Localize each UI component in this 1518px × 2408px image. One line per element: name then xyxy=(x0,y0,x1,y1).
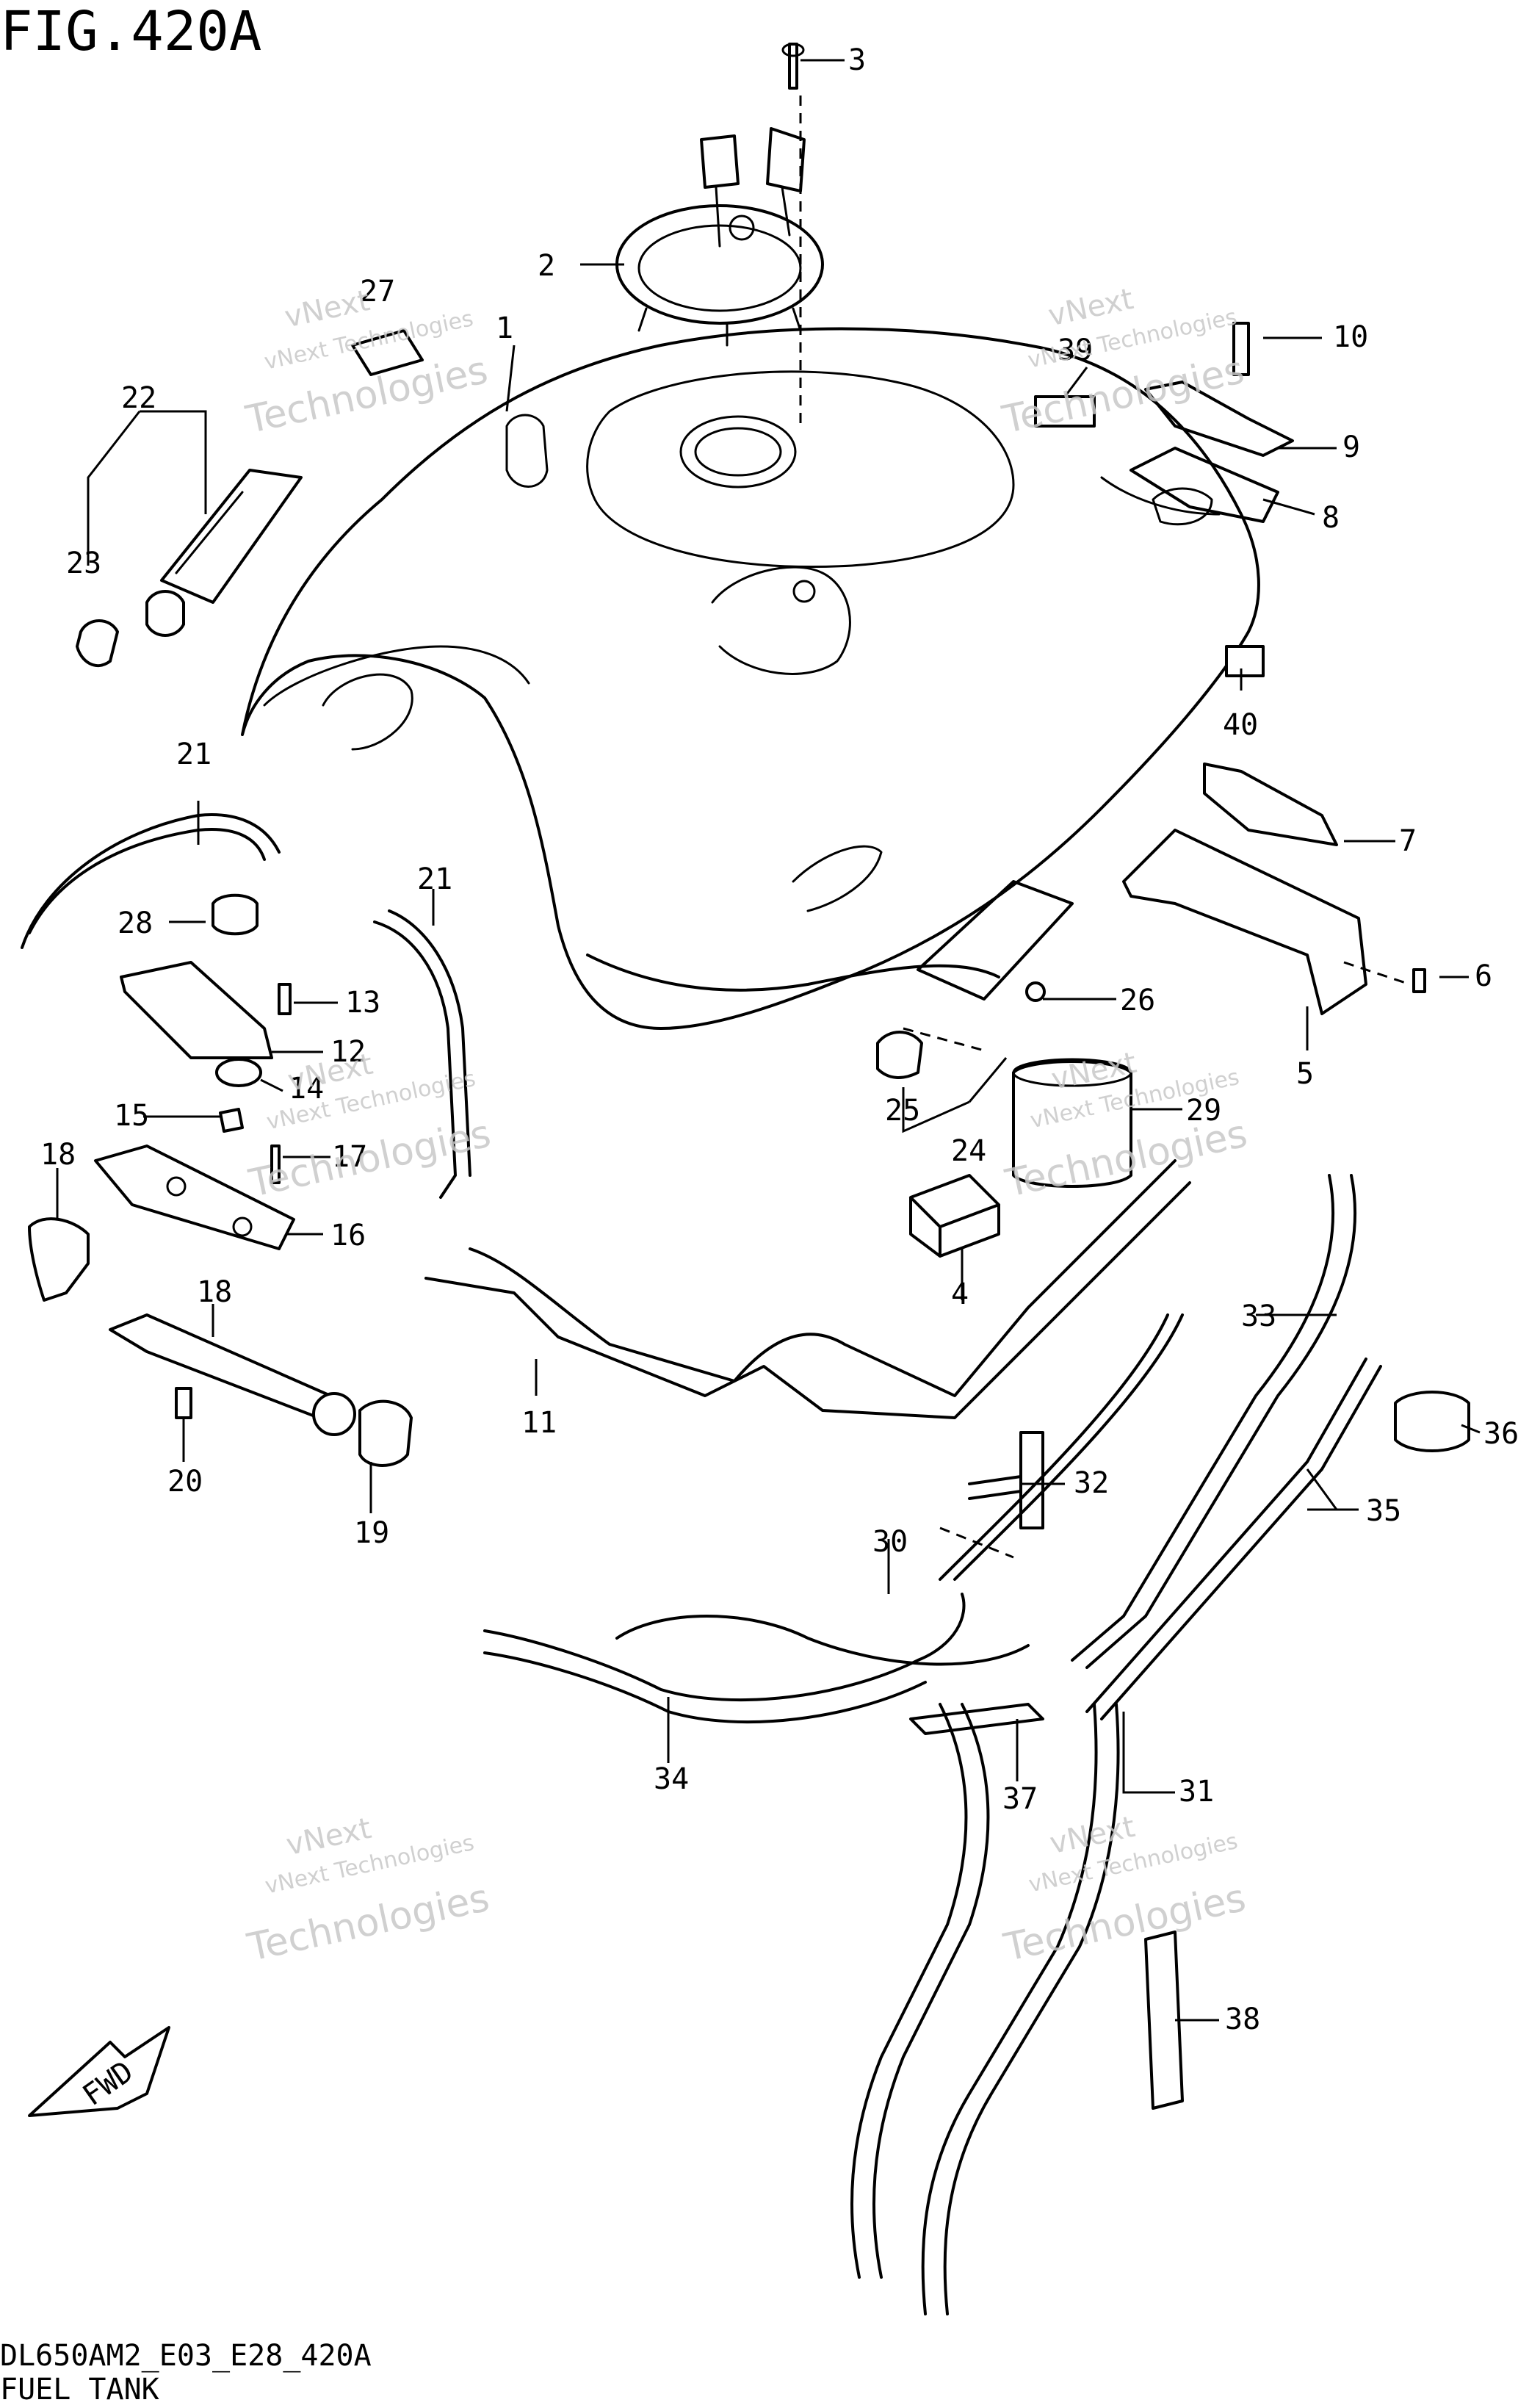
watermark-group: vNext vNext Technologies Technologies vN… xyxy=(242,282,1251,1970)
callout-4: 4 xyxy=(951,1277,969,1311)
callout-3: 3 xyxy=(848,43,866,77)
callout-11: 11 xyxy=(521,1406,557,1440)
leader-lines xyxy=(56,59,1481,2022)
callout-8: 8 xyxy=(1322,501,1340,535)
callout-25: 25 xyxy=(885,1094,920,1128)
fuel-tank xyxy=(241,327,1260,1030)
fuel-cap-assembly xyxy=(615,43,824,426)
callout-37: 37 xyxy=(1002,1782,1038,1816)
callout-34: 34 xyxy=(654,1762,689,1796)
callout-2: 2 xyxy=(538,249,555,283)
callout-labels: 1 2 3 4 5 6 7 8 9 10 11 12 13 14 15 16 1… xyxy=(40,43,1518,2036)
fwd-arrow: FWD xyxy=(28,2026,170,2117)
watermark-top-left: vNext vNext Technologies Technologies xyxy=(242,284,491,442)
watermark-bottom-right: vNext vNext Technologies Technologies xyxy=(1000,1810,1249,1970)
svg-text:vNext: vNext xyxy=(282,284,373,334)
callout-1: 1 xyxy=(496,311,513,345)
callout-19: 19 xyxy=(354,1516,389,1550)
callout-17: 17 xyxy=(332,1140,367,1174)
callout-14: 14 xyxy=(289,1072,324,1106)
callout-23: 23 xyxy=(66,547,101,580)
callout-24: 24 xyxy=(951,1134,986,1168)
watermark-bottom-left: vNext vNext Technologies Technologies xyxy=(243,1812,493,1970)
callout-6: 6 xyxy=(1475,959,1492,993)
callout-21a: 21 xyxy=(176,738,212,771)
callout-21b: 21 xyxy=(417,862,452,896)
callout-29: 29 xyxy=(1186,1094,1221,1128)
callout-27: 27 xyxy=(360,275,395,309)
callout-28: 28 xyxy=(118,906,153,940)
watermark-top-right: vNext vNext Technologies Technologies xyxy=(998,282,1248,442)
callout-35: 35 xyxy=(1366,1494,1401,1528)
callout-31: 31 xyxy=(1179,1775,1214,1809)
callout-32: 32 xyxy=(1074,1466,1109,1500)
callout-5: 5 xyxy=(1296,1057,1314,1091)
callout-12: 12 xyxy=(330,1035,366,1069)
callout-38: 38 xyxy=(1225,2003,1260,2036)
center-parts xyxy=(876,880,1132,1258)
left-small-parts xyxy=(28,893,413,1467)
callout-18b: 18 xyxy=(197,1275,232,1309)
figure-caption: FUEL TANK xyxy=(0,2373,159,2407)
rear-bracket-group xyxy=(1034,322,1426,1015)
callout-22: 22 xyxy=(121,381,156,415)
callout-16: 16 xyxy=(330,1219,366,1252)
callout-20: 20 xyxy=(167,1465,203,1499)
callout-18a: 18 xyxy=(40,1138,76,1172)
callout-15: 15 xyxy=(114,1099,149,1133)
callout-9: 9 xyxy=(1342,430,1360,464)
callout-7: 7 xyxy=(1399,824,1417,858)
callout-33: 33 xyxy=(1241,1299,1276,1333)
callout-13: 13 xyxy=(345,986,380,1020)
figure-title: FIG.420A xyxy=(0,0,261,63)
seat-rail-bracket xyxy=(76,329,424,667)
callout-39: 39 xyxy=(1058,334,1093,367)
hose-group xyxy=(21,813,1470,2315)
callout-40: 40 xyxy=(1223,708,1258,742)
callout-10: 10 xyxy=(1333,320,1368,354)
model-code: DL650AM2_E03_E28_420A xyxy=(0,2339,372,2373)
callout-36: 36 xyxy=(1483,1417,1518,1451)
svg-text:vNext: vNext xyxy=(1045,282,1136,333)
callout-26: 26 xyxy=(1120,984,1155,1017)
callout-30: 30 xyxy=(872,1525,908,1559)
